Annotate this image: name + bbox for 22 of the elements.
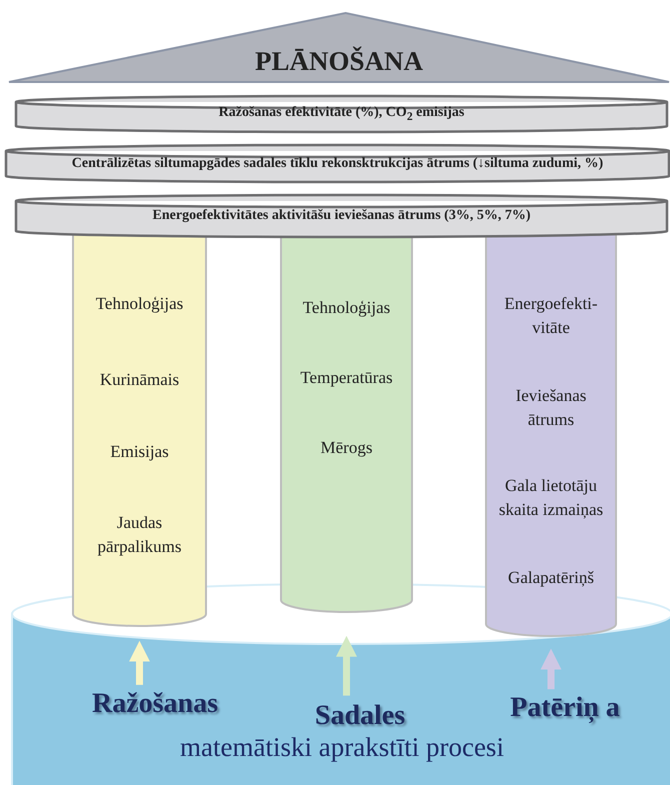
pillar-item: Gala lietotāju skaita izmaiņas [498, 475, 604, 521]
slab-label: Ražošanas efektivitāte (%), CO$_{2}$ emisijas [218, 105, 464, 123]
process-label: Ražošanas [90, 688, 219, 720]
base-caption: matemātiski aprakstīti procesi [179, 732, 505, 763]
process-label: Sadales [314, 700, 406, 732]
pillar-item: Galapatēriņš [507, 567, 595, 589]
process-label: Patēriņ a [509, 692, 621, 724]
pillar-item: Temperatūras [299, 367, 394, 389]
roof-title: PLĀNOŠANA [254, 44, 423, 76]
pillar-item: Ieviešanas ātrums [514, 385, 588, 431]
arrow [540, 648, 562, 690]
pillar-item: Tehnoloģijas [94, 293, 184, 315]
arrow [129, 640, 150, 685]
pillar-item: Tehnoloģijas [302, 297, 392, 319]
slab-label: Energoefektivitātes aktivitāšu ieviešanas ātrums (3%, 5%, 7%) [152, 208, 530, 224]
pillar-item: Mērogs [320, 437, 374, 459]
arrow [336, 636, 357, 696]
pillar-item: Energoefekti- vitāte [503, 293, 599, 339]
slab-label: Centrālizētas siltumapgādes sadales tīklu rekonsktrukcijas ātrums (↓siltuma zudumi, %) [72, 156, 604, 172]
pillar-item: Jaudas pārpalikums [96, 512, 183, 558]
pillar-item: Kurināmais [98, 369, 180, 391]
pillar-item: Emisijas [109, 441, 170, 463]
